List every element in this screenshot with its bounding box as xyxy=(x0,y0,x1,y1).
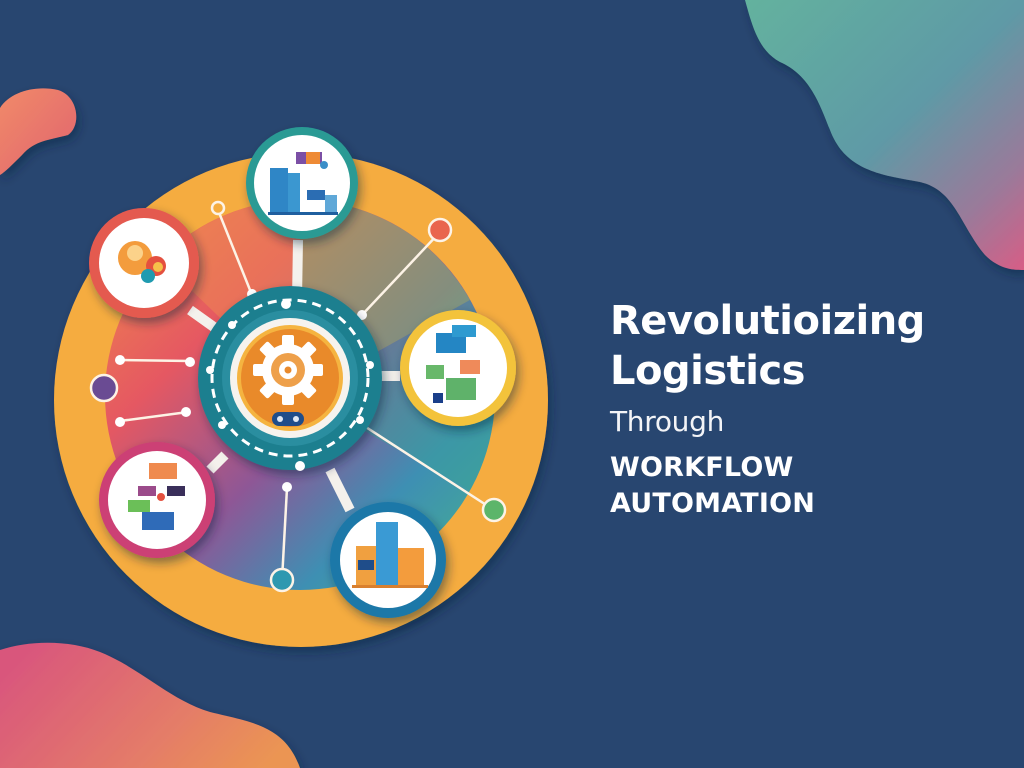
office-buildings-icon xyxy=(352,522,428,588)
node-flowchart xyxy=(99,442,215,558)
node-dashboards xyxy=(400,310,516,426)
title-block: Revolutioizing Logistics Through WORKFLO… xyxy=(610,296,925,522)
connector-lines xyxy=(119,209,495,581)
dashboard-cards-icon xyxy=(426,325,480,403)
purple-dot xyxy=(89,373,119,403)
hub-dots xyxy=(206,299,374,471)
green-dot xyxy=(481,497,507,523)
title-line-2: Logistics xyxy=(610,348,805,394)
gear-automation-icon xyxy=(253,335,323,426)
title-line-1: Revolutioizing xyxy=(610,298,925,344)
teal-dot xyxy=(269,567,295,593)
bottom-left-blob xyxy=(0,642,300,768)
node-warehouse xyxy=(246,127,358,239)
gears-idea-icon xyxy=(118,241,166,283)
top-right-blob xyxy=(745,0,1024,270)
warehouse-network-icon xyxy=(268,152,338,215)
top-left-blob xyxy=(0,88,77,175)
subtitle-line-1: WORKFLOW xyxy=(610,452,794,483)
title-connector: Through xyxy=(610,405,725,438)
subtitle-line-2: AUTOMATION xyxy=(610,488,816,519)
orange-dot xyxy=(427,217,453,243)
endpoint-dots xyxy=(89,200,507,593)
flowchart-icon xyxy=(128,463,185,530)
